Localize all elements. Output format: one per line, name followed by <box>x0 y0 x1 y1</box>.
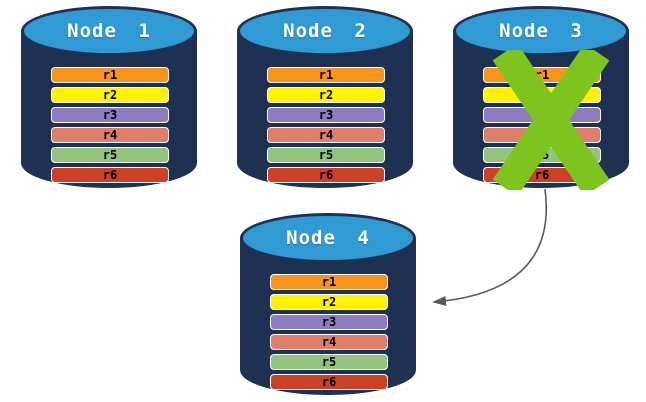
node-1-cylinder: Node 1 r1 r2 r3 r4 r5 r6 <box>21 6 197 188</box>
node-2-cylinder: Node 2 r1 r2 r3 r4 r5 r6 <box>237 6 413 188</box>
row-label: r3 <box>318 108 334 122</box>
row-label: r1 <box>102 68 118 82</box>
row-label: r1 <box>318 68 334 82</box>
row-r3: r3 <box>270 314 388 330</box>
row-r4: r4 <box>270 334 388 350</box>
cylinder-top: Node 1 <box>21 6 197 56</box>
row-label: r1 <box>321 275 337 289</box>
row-r6: r6 <box>267 167 385 183</box>
row-stack: r1 r2 r3 r4 r5 r6 <box>267 67 385 187</box>
row-label: r5 <box>318 148 334 162</box>
row-stack: r1 r2 r3 r4 r5 r6 <box>51 67 169 187</box>
row-r5: r5 <box>270 354 388 370</box>
row-label: r4 <box>321 335 337 349</box>
row-label: r5 <box>102 148 118 162</box>
row-label: r5 <box>321 355 337 369</box>
node-4-cylinder: Node 4 r1 r2 r3 r4 r5 r6 <box>240 213 416 395</box>
row-stack: r1 r2 r3 r4 r5 r6 <box>270 274 388 394</box>
row-label: r4 <box>318 128 334 142</box>
node-3-cylinder: Node 3 r1 r2 r3 r4 r5 r6 <box>453 6 629 190</box>
row-label: r2 <box>102 88 118 102</box>
row-label: r2 <box>321 295 337 309</box>
row-label: r6 <box>534 168 550 182</box>
cylinder-top: Node 2 <box>237 6 413 56</box>
row-r6: r6 <box>270 374 388 390</box>
node-title: Node 4 <box>286 227 370 249</box>
row-label: r2 <box>318 88 334 102</box>
row-r1: r1 <box>51 67 169 83</box>
row-r4: r4 <box>267 127 385 143</box>
row-label: r3 <box>102 108 118 122</box>
failure-x-icon <box>493 50 609 190</box>
node-title: Node 2 <box>283 20 367 42</box>
row-r3: r3 <box>267 107 385 123</box>
row-r3: r3 <box>51 107 169 123</box>
node-title: Node 1 <box>67 20 151 42</box>
row-label: r6 <box>318 168 334 182</box>
row-label: r6 <box>321 375 337 389</box>
row-r2: r2 <box>267 87 385 103</box>
node-title: Node 3 <box>499 20 583 42</box>
row-r2: r2 <box>270 294 388 310</box>
row-r4: r4 <box>51 127 169 143</box>
cylinder-top: Node 3 <box>453 6 629 56</box>
cylinder-top: Node 4 <box>240 213 416 263</box>
row-r6: r6 <box>51 167 169 183</box>
row-label: r3 <box>321 315 337 329</box>
row-r5: r5 <box>267 147 385 163</box>
row-label: r6 <box>102 168 118 182</box>
row-label: r4 <box>102 128 118 142</box>
row-r1: r1 <box>267 67 385 83</box>
row-r2: r2 <box>51 87 169 103</box>
row-r1: r1 <box>270 274 388 290</box>
row-r5: r5 <box>51 147 169 163</box>
